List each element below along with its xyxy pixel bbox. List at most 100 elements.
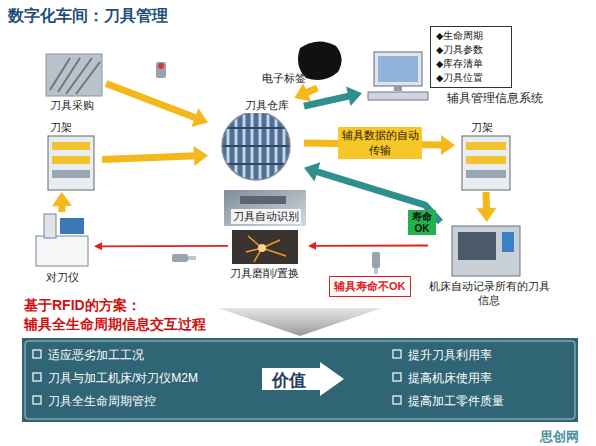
checkbox: [393, 373, 401, 381]
checkbox: [33, 373, 41, 381]
value-panel-text: 提高加工零件质量: [408, 393, 504, 410]
connector: [304, 87, 362, 107]
tag-body: [372, 252, 380, 268]
keyboard: [368, 92, 428, 100]
info-list-box-text: ◆刀具参数: [436, 44, 483, 57]
connector: [308, 242, 428, 250]
connector-line: [304, 96, 351, 107]
tool-shank: [240, 196, 286, 204]
grinding-node-text: 刀具磨削/置换: [230, 266, 299, 281]
connector: [94, 242, 228, 250]
edge-label: 寿命 OK: [408, 210, 436, 235]
rack-tray: [52, 156, 90, 164]
arrow-head: [476, 208, 496, 222]
checkbox: [33, 350, 41, 358]
connector: [476, 192, 496, 222]
arrow-head: [294, 83, 311, 101]
arrow-outline: [262, 362, 344, 396]
tag-body: [156, 62, 166, 78]
tag-dot: [158, 63, 164, 69]
spark-core: [258, 244, 266, 252]
rfid-tag-node-text: 电子标签: [262, 71, 306, 86]
value-panel-text: 适应恶劣加工工况: [48, 347, 144, 364]
info-list-box-text: ◆生命周期: [436, 30, 483, 43]
tool-rack-node-text: 刀架: [471, 120, 493, 135]
rack-tray: [466, 170, 506, 178]
machine-window: [458, 232, 496, 260]
connector: [52, 192, 72, 212]
edge-label: 辅具寿命不OK: [329, 276, 411, 297]
arrow-head: [52, 192, 72, 206]
presetter-node: 对刀仪: [30, 212, 94, 287]
tag-tip: [188, 256, 196, 260]
info-list-box: ◆生命周期◆刀具参数◆库存清单◆刀具位置: [430, 26, 512, 88]
value-panel: 适应恶劣加工工况刀具与加工机床/对刀仪M2M 刀具全生命周期管控 提升刀具利用率提高…: [22, 338, 578, 422]
sparks: [246, 236, 286, 262]
rack-tray: [466, 156, 506, 164]
warehouse-node: 刀具仓库: [208, 98, 304, 180]
auto-id-node-text: 刀具自动识别: [231, 209, 301, 224]
auto-id-node: 刀具自动识别: [222, 190, 308, 226]
arrow-head: [191, 108, 208, 127]
tag-icon: [156, 62, 166, 78]
tag-icon: [172, 254, 196, 262]
purchase-node-text: 刀具采购: [50, 98, 94, 113]
warehouse-picture: [220, 110, 292, 182]
purchase-node: 刀具采购: [42, 52, 106, 115]
info-system-node-text: 辅具管理信息系统: [447, 90, 543, 107]
grinding-photo: [232, 230, 298, 264]
watermark: 思创网: [540, 428, 579, 446]
presetter-column: [44, 214, 56, 238]
machine-panel: [502, 232, 514, 252]
value-panel-text: 刀具与加工机床/对刀仪M2M: [48, 370, 198, 387]
auto-id-photo: [224, 190, 306, 226]
arrow-head: [194, 146, 208, 166]
warehouse-node-text: 刀具仓库: [244, 98, 290, 113]
rack-tray: [52, 170, 90, 178]
tag-icon: [372, 252, 380, 274]
arrow-head: [94, 242, 102, 250]
rack-frame: [462, 136, 510, 190]
connector-line: [106, 84, 198, 119]
tool-rack-node-text: 刀架: [50, 120, 72, 135]
checkbox: [393, 396, 401, 404]
rfid-tag-node: 电子标签: [262, 38, 347, 88]
warehouse-ground: [220, 110, 292, 182]
info-list-box-text: ◆刀具位置: [436, 72, 483, 85]
connector-line: [314, 245, 428, 247]
rack-frame: [48, 136, 94, 190]
checkbox: [393, 350, 401, 358]
monitor-stand: [394, 86, 402, 91]
scheme-heading: 基于RFID的方案：: [24, 297, 141, 315]
machine-body: [452, 226, 520, 276]
value-panel-text: 提升刀具利用率: [408, 347, 492, 364]
warehouse-rim: [222, 112, 290, 180]
monitor: [374, 52, 422, 86]
tag-body: [172, 254, 188, 262]
rack-tray: [52, 142, 90, 150]
value-arrow-text: 价值: [272, 369, 306, 392]
connector: [294, 83, 317, 101]
tool-rack-node: 刀架: [455, 120, 517, 192]
scheme-heading: 辅具全生命周期信息交互过程: [24, 316, 206, 334]
arrow-head: [346, 87, 362, 107]
rack-tray: [466, 142, 506, 150]
screen: [378, 56, 418, 82]
tool-lines: [50, 58, 100, 94]
presetter-screen: [60, 218, 84, 234]
panel-border: [25, 341, 575, 419]
grinding-node: 刀具磨削/置换: [228, 230, 308, 283]
value-panel-text: 刀具全生命周期管控: [48, 393, 156, 410]
presetter-node-text: 对刀仪: [46, 270, 79, 285]
arrow-head: [308, 242, 316, 250]
tool-rack-node: 刀架: [40, 120, 102, 192]
shelf-lines: [220, 128, 292, 164]
down-chevron: [218, 308, 382, 336]
connector-line: [100, 245, 228, 247]
tag-tip: [374, 268, 378, 274]
checkbox: [33, 396, 41, 404]
edge-label: 辅具数据的自动传输: [338, 127, 422, 159]
connector: [102, 146, 208, 166]
presetter-base: [36, 236, 88, 266]
